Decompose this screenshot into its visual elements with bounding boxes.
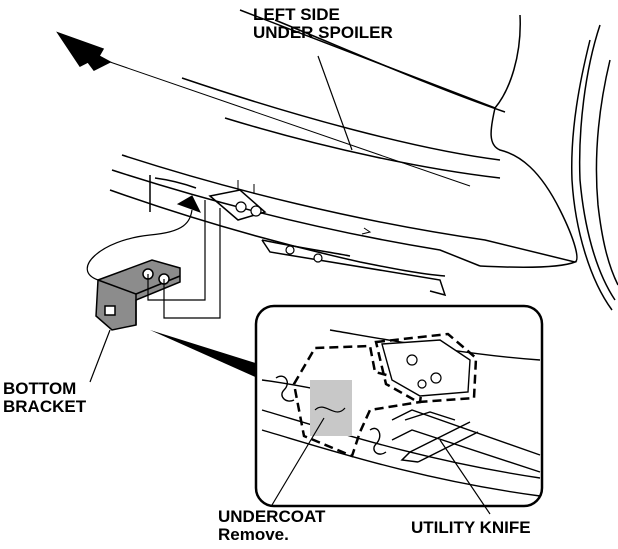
inset-pointer [150, 330, 262, 380]
detail-inset-frame [254, 304, 544, 508]
undercoat-area [310, 380, 352, 436]
label-left-side-line1: LEFT SIDE [253, 5, 340, 24]
inset-bracket-tab [374, 332, 478, 404]
spoiler-mount-holes [235, 201, 323, 263]
bracket-leader-lines [86, 200, 221, 319]
under-spoiler-part [109, 154, 578, 297]
forward-direction-arrow-icon [56, 31, 112, 71]
detail-inset-content [261, 329, 541, 497]
bottom-bracket [95, 259, 181, 331]
label-remove-line2: Remove. [218, 525, 289, 544]
reference-marks [176, 180, 372, 235]
cut-outline [292, 344, 424, 458]
label-leader-lines [89, 55, 491, 515]
vehicle-body-outline [181, 9, 618, 311]
label-utility-knife-text: UTILITY KNIFE [411, 518, 531, 537]
label-under-spoiler-line2: UNDER SPOILER [253, 23, 393, 42]
label-bottom-line1: BOTTOM [3, 379, 77, 398]
label-undercoat-remove: UNDERCOAT Remove. [218, 508, 325, 544]
label-utility-knife: UTILITY KNIFE [411, 519, 531, 537]
label-bottom-bracket: BOTTOM BRACKET [3, 380, 86, 416]
label-bracket-line2: BRACKET [3, 397, 87, 416]
label-undercoat-line1: UNDERCOAT [218, 507, 326, 526]
label-left-side-under-spoiler: LEFT SIDE UNDER SPOILER [253, 6, 393, 42]
utility-knife-blade [400, 421, 479, 463]
